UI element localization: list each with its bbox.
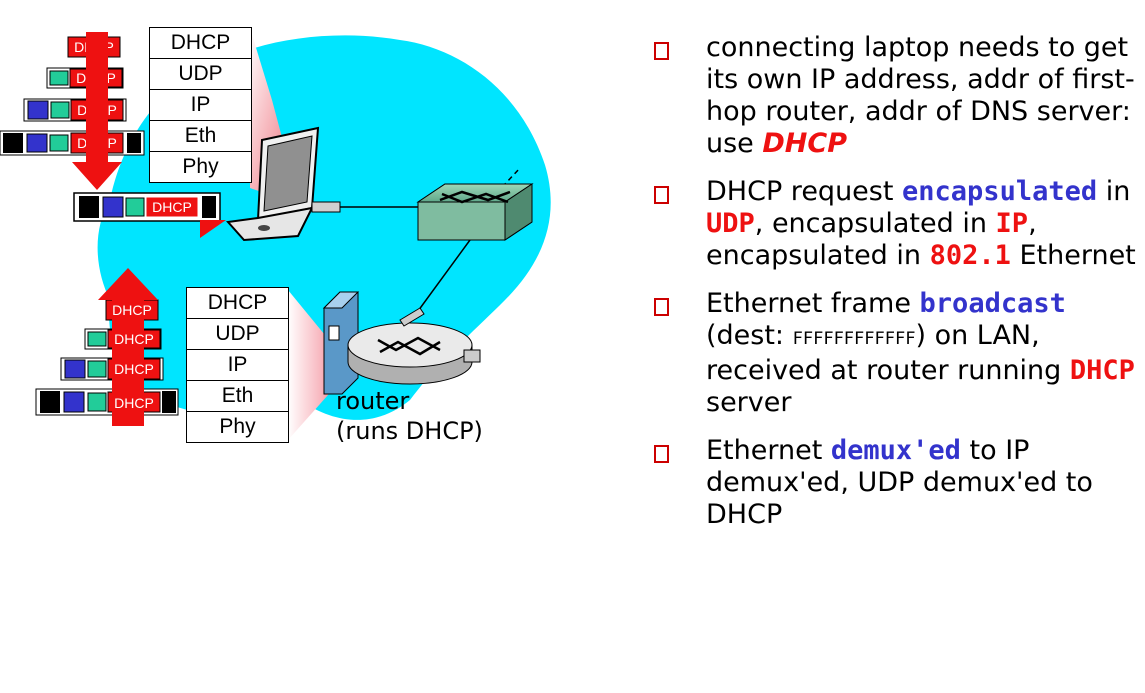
layer-udp: UDP bbox=[150, 59, 251, 90]
bullet-segment: 802.1 bbox=[929, 240, 1011, 271]
switch-icon bbox=[416, 183, 534, 241]
bullet-list: connecting laptop needs to get its own I… bbox=[650, 32, 1145, 547]
layer-eth: Eth bbox=[187, 381, 288, 412]
layer-ip: IP bbox=[150, 90, 251, 121]
packet-label-6: DHCP bbox=[114, 331, 154, 347]
bullet-segment: IP bbox=[995, 208, 1029, 239]
packet-label-7: DHCP bbox=[114, 361, 154, 377]
router-label-line1: router bbox=[336, 387, 410, 415]
bullet-segment: ) on LAN, received at router running bbox=[706, 320, 1070, 386]
bullet-item: DHCP request encapsulated in UDP, encaps… bbox=[650, 176, 1145, 272]
bullet-box-icon bbox=[654, 298, 669, 316]
packet-label-8: DHCP bbox=[114, 395, 154, 411]
up-arrow bbox=[98, 268, 158, 426]
bullet-segment: Ethernet bbox=[1010, 240, 1136, 271]
bullet-segment: in bbox=[1097, 176, 1131, 207]
network-diagram: DHCP DHCP DHCP DHCP DHCP DHCP DHCP DHCP … bbox=[0, 28, 551, 440]
bullet-box-icon bbox=[654, 445, 669, 463]
laptop-icon bbox=[226, 126, 341, 242]
router-protocol-stack: DHCP UDP IP Eth Phy bbox=[186, 287, 289, 443]
bullet-text: Ethernet frame broadcast (dest: FFFFFFFF… bbox=[706, 288, 1135, 418]
router-label-line2: (runs DHCP) bbox=[336, 417, 483, 445]
bullet-segment: UDP bbox=[706, 208, 755, 239]
bullet-segment: (dest: bbox=[706, 320, 793, 351]
bullet-segment: demux'ed bbox=[830, 435, 961, 466]
bullet-segment: server bbox=[706, 387, 792, 418]
bullet-segment: Ethernet frame bbox=[706, 288, 920, 319]
server-icon bbox=[322, 291, 360, 395]
layer-dhcp: DHCP bbox=[150, 28, 251, 59]
layer-phy: Phy bbox=[219, 415, 256, 438]
layer-dhcp: DHCP bbox=[187, 288, 288, 319]
bullet-segment: DHCP request bbox=[706, 176, 903, 207]
bullet-segment: Ethernet bbox=[706, 435, 831, 466]
packet-label-5: DHCP bbox=[112, 302, 152, 318]
transmitted-frame bbox=[73, 192, 226, 238]
bullet-segment: FFFFFFFFFFFF bbox=[792, 329, 916, 349]
bullet-segment: connecting laptop needs to get its own I… bbox=[706, 32, 1135, 159]
encap-wedge-bottom bbox=[288, 290, 352, 440]
bullet-text: Ethernet demux'ed to IP demux'ed, UDP de… bbox=[706, 435, 1093, 530]
layer-phy: Phy bbox=[182, 155, 219, 178]
layer-udp: UDP bbox=[187, 319, 288, 350]
bullet-segment: encapsulated bbox=[902, 176, 1098, 207]
bullet-item: connecting laptop needs to get its own I… bbox=[650, 32, 1145, 160]
router-label: router (runs DHCP) bbox=[336, 386, 483, 446]
bullet-item: Ethernet frame broadcast (dest: FFFFFFFF… bbox=[650, 288, 1145, 419]
bullet-box-icon bbox=[654, 186, 669, 204]
down-arrow bbox=[72, 32, 122, 190]
frame-label: DHCP bbox=[152, 199, 192, 215]
bullet-text: connecting laptop needs to get its own I… bbox=[706, 32, 1135, 159]
bottom-packets bbox=[35, 299, 179, 416]
bullet-segment: DHCP bbox=[1069, 355, 1135, 386]
bullet-segment: DHCP bbox=[762, 128, 847, 159]
bullet-segment: , encapsulated in bbox=[706, 208, 1037, 271]
router-icon bbox=[347, 307, 481, 385]
layer-eth: Eth bbox=[150, 121, 251, 152]
top-packets bbox=[0, 36, 145, 156]
layer-ip: IP bbox=[187, 350, 288, 381]
bullet-box-icon bbox=[654, 42, 669, 60]
laptop-protocol-stack: DHCP UDP IP Eth Phy bbox=[149, 27, 252, 183]
bullet-segment: , encapsulated in bbox=[754, 208, 996, 239]
bullet-segment: to IP demux'ed, UDP demux'ed to DHCP bbox=[706, 435, 1093, 530]
bullet-segment: broadcast bbox=[919, 288, 1066, 319]
bullet-text: DHCP request encapsulated in UDP, encaps… bbox=[706, 176, 1136, 271]
bullet-item: Ethernet demux'ed to IP demux'ed, UDP de… bbox=[650, 435, 1145, 531]
